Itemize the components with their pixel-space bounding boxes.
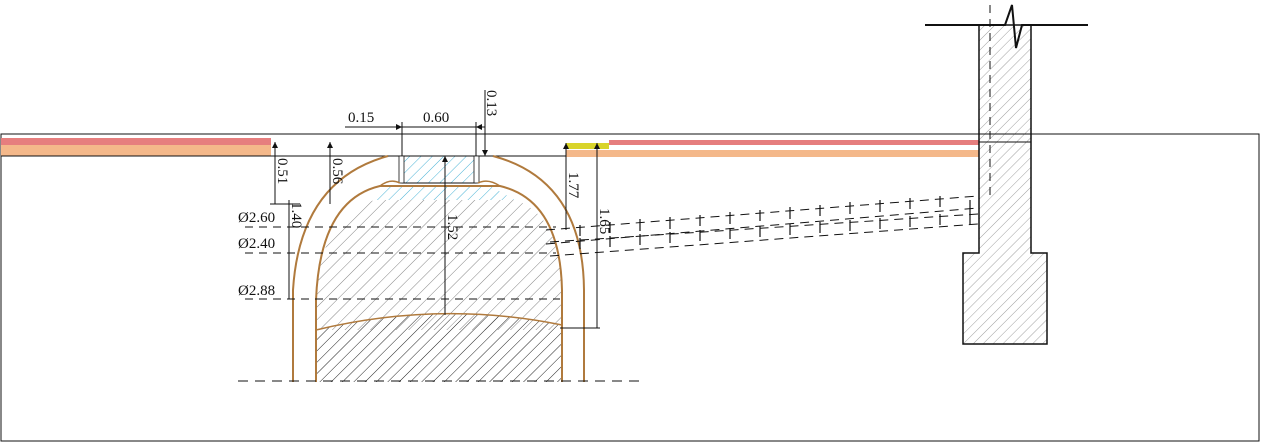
- pipe-lower: [549, 213, 979, 257]
- dim-051-label: 0.51: [274, 158, 290, 184]
- dimension-arrows: [272, 124, 600, 162]
- dim-015-label: 0.15: [348, 110, 374, 126]
- pavement-right: [566, 140, 979, 157]
- dim-140-label: 1.40: [288, 202, 304, 228]
- ground-frame: [0, 133, 1260, 442]
- dim-177-label: 1.77: [565, 172, 581, 199]
- outer-shell: [292, 155, 585, 382]
- dia-260-label: Ø2.60: [238, 210, 275, 226]
- dim-165-label: 1.65: [596, 208, 612, 234]
- pavement-left: [1, 138, 271, 157]
- dia-240-label: Ø2.40: [238, 236, 275, 252]
- dimension-lines: [270, 90, 600, 329]
- break-line: [925, 4, 1088, 49]
- building-wall: [962, 24, 1048, 345]
- chamber-fill: [316, 200, 562, 330]
- dim-013-label: 0.13: [483, 90, 499, 116]
- manhole-cover: [401, 155, 477, 184]
- base-fill: [316, 313, 562, 382]
- dim-060-label: 0.60: [423, 110, 449, 126]
- cone-fill-blue: [368, 186, 515, 200]
- dim-056-label: 0.56: [329, 158, 345, 185]
- dia-288-label: Ø2.88: [238, 283, 275, 299]
- pipe-upper: [545, 195, 979, 245]
- cover-frame-left: [398, 155, 405, 184]
- dim-152-label: 1.52: [444, 214, 460, 240]
- pipe-joints: [579, 196, 971, 249]
- cover-frame-right: [473, 155, 480, 184]
